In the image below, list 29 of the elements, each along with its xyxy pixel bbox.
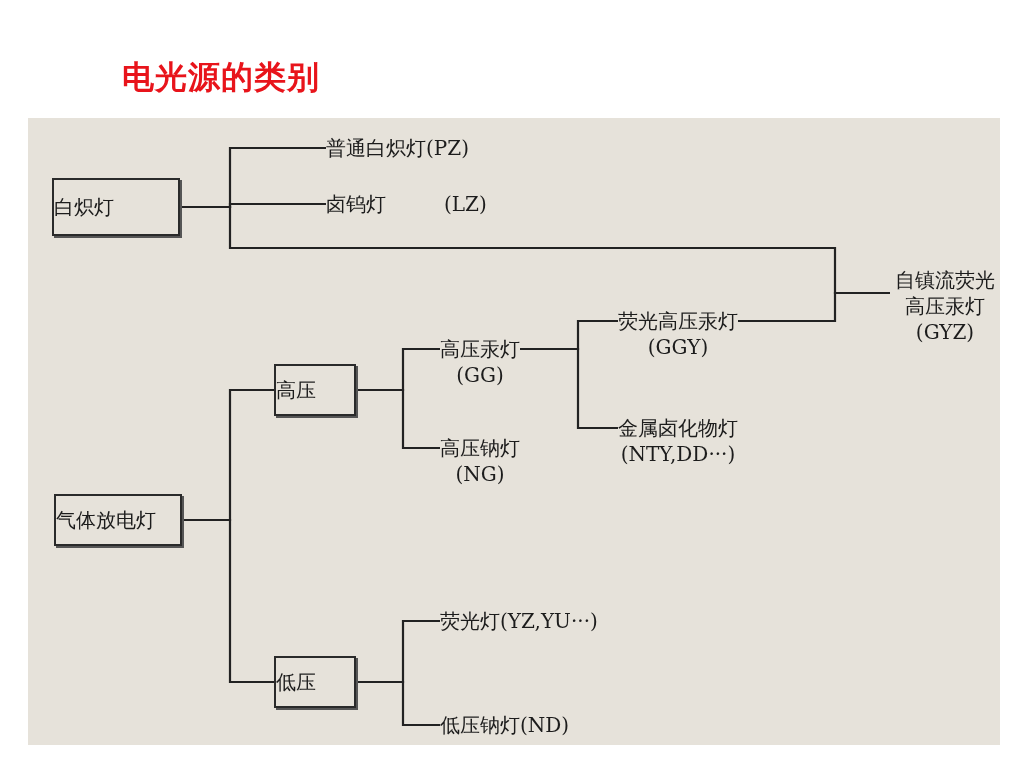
connector-line bbox=[356, 388, 440, 450]
lamp-type-label: 气体放电灯 bbox=[56, 507, 156, 533]
lamp-type-label: 高压 bbox=[276, 377, 316, 403]
code-label: (NTY,DD···) bbox=[620, 441, 736, 467]
code-label: (NG) bbox=[455, 461, 505, 487]
code-label: (GYZ) bbox=[914, 319, 976, 345]
connector-line bbox=[520, 347, 618, 430]
code-label: (GGY) bbox=[647, 334, 709, 360]
lamp-type-label: 普通白炽灯(PZ) bbox=[326, 135, 469, 161]
lamp-type-label: 白炽灯 bbox=[54, 194, 114, 220]
connector-line bbox=[738, 291, 890, 323]
lamp-type-label: 金属卤化物灯 bbox=[618, 415, 738, 441]
title: 电光源的类别 bbox=[122, 57, 320, 98]
lamp-type-label: 低压钠灯(ND) bbox=[440, 712, 570, 738]
category-box bbox=[54, 494, 182, 546]
lamp-type-label: 高压钠灯 bbox=[440, 435, 520, 461]
lamp-type-label: 荧光高压汞灯 bbox=[618, 308, 738, 334]
connector-line bbox=[182, 518, 274, 684]
category-box bbox=[274, 656, 356, 708]
lamp-type-label: 荧光灯(YZ,YU···) bbox=[440, 608, 598, 634]
code-label: (LZ) bbox=[444, 191, 487, 217]
lamp-type-label: 高压汞灯 bbox=[440, 336, 520, 362]
category-box bbox=[52, 178, 180, 236]
lamp-type-label: 卤钨灯 bbox=[326, 191, 386, 217]
category-box bbox=[274, 364, 356, 416]
lamp-type-label: 低压 bbox=[276, 669, 316, 695]
code-label: (GG) bbox=[456, 362, 504, 388]
connector-line bbox=[356, 680, 440, 727]
lamp-type-label: 自镇流荧光高压汞灯 bbox=[894, 267, 996, 319]
